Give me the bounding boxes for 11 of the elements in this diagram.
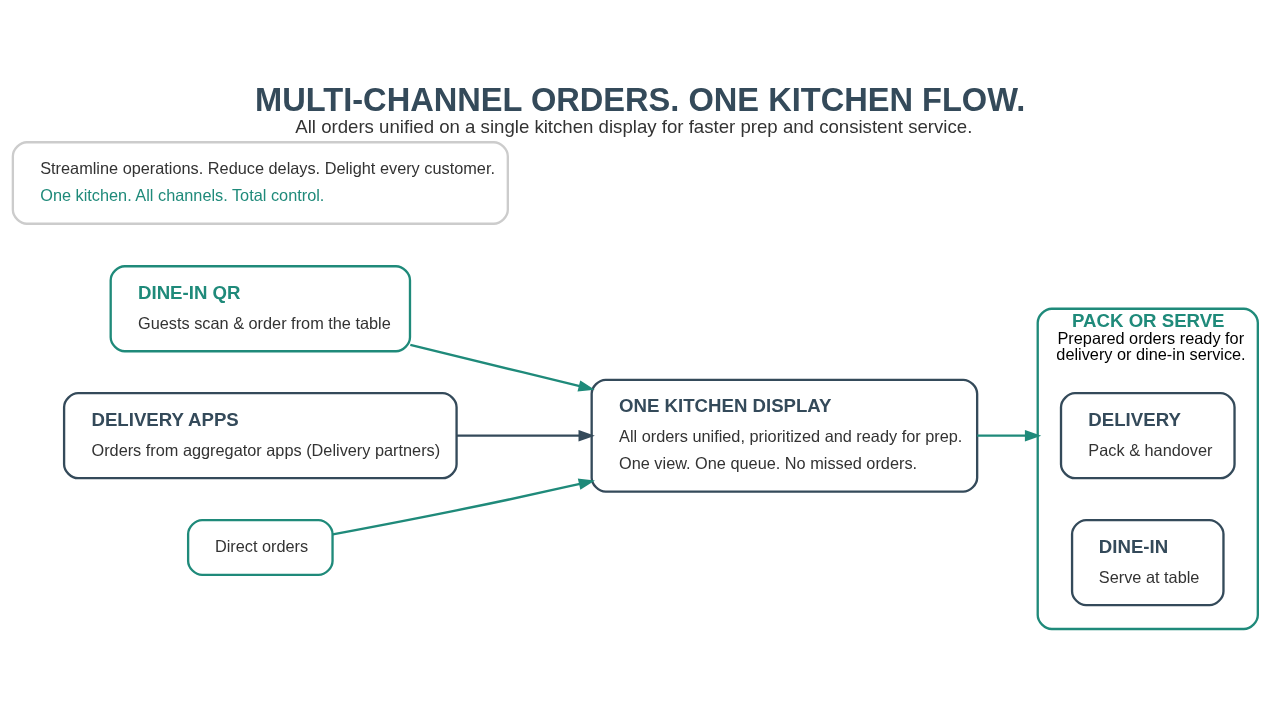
node-box: DELIVERY Pack & handover <box>1059 392 1236 480</box>
arrow <box>977 429 1042 442</box>
arrow <box>410 343 595 392</box>
node-box: ONE KITCHEN DISPLAY All orders unified, prioritized and ready for prep. One view. One queue. No missed orders. <box>590 378 979 493</box>
node-box: DELIVERY APPS Orders from aggregator apps (Delivery partners) <box>62 392 458 480</box>
node-box: Direct orders <box>186 518 334 577</box>
arrow <box>456 429 595 442</box>
node-box: Streamline operations. Reduce delays. Delight every customer. One kitchen. All channels. Total control. <box>11 141 509 225</box>
arrow <box>332 478 595 536</box>
node-box: DINE-IN QR Guests scan & order from the table <box>109 265 412 353</box>
node-box: DINE-IN Serve at table <box>1070 518 1225 607</box>
